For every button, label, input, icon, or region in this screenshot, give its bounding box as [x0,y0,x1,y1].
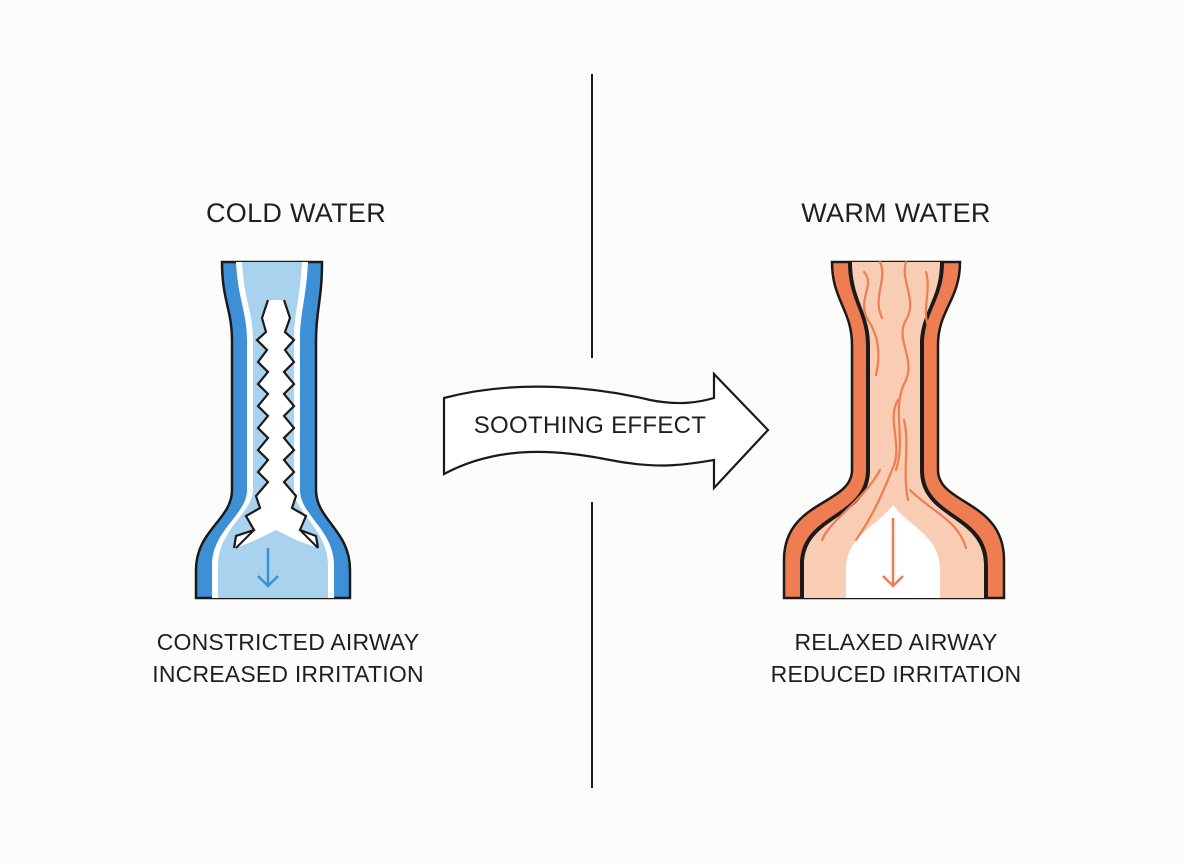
soothing-effect-label: SOOTHING EFFECT [440,412,740,440]
cold-airway-illustration [196,262,350,598]
warm-airway-illustration [784,262,1004,598]
